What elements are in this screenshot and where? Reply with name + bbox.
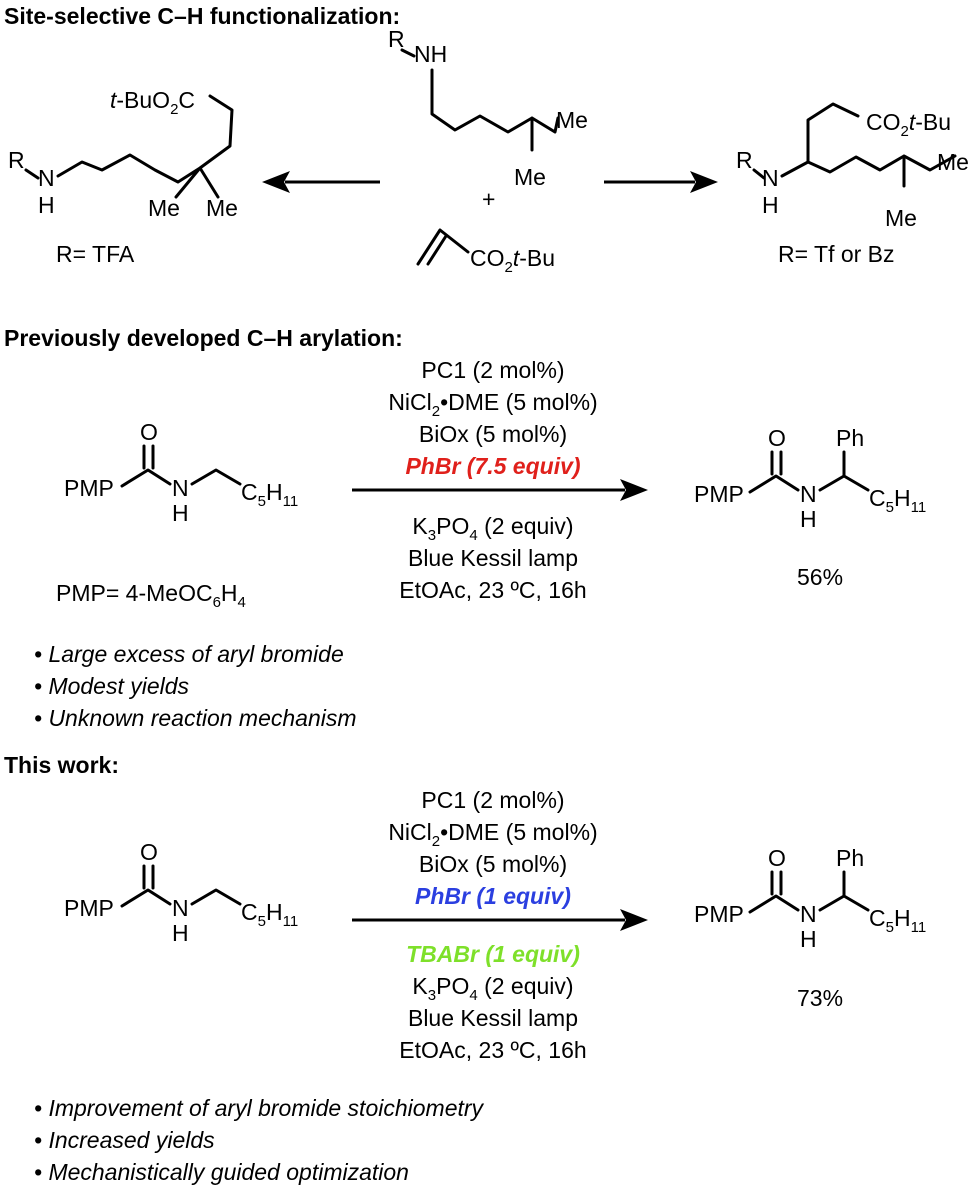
r-group-label: R [388, 26, 405, 52]
co2tbu-label: CO2t-Bu [866, 109, 951, 140]
right-product: R N H CO2t-Bu Me Me R= Tf or Bz [736, 102, 969, 267]
condition-ligand: BiOx (5 mol%) [419, 851, 567, 877]
section2-bullets: • Large excess of aryl bromide • Modest … [34, 641, 357, 731]
section3-conditions: PC1 (2 mol%) NiCl2•DME (5 mol%) BiOx (5 … [352, 787, 648, 1063]
arrow-head [620, 909, 648, 931]
r-group-label: R [736, 147, 753, 173]
tbuo2c-label: t-BuO2C [110, 87, 195, 118]
nitrogen-label: N [172, 895, 189, 921]
left-product: R N H t-BuO2C Me Me R= TFA [8, 87, 238, 267]
c5h11-label: C5H11 [241, 479, 298, 510]
starting-amine: R NH Me Me + [388, 26, 588, 212]
condition-nickel: NiCl2•DME (5 mol%) [388, 389, 597, 420]
bond-lines [120, 864, 242, 908]
methyl-label: Me [885, 205, 917, 231]
bond-lines [748, 870, 870, 914]
oxygen-label: O [768, 425, 786, 451]
right-r-definition: R= Tf or Bz [778, 241, 895, 267]
plus-sign: + [482, 186, 495, 212]
methyl-label: Me [514, 164, 546, 190]
bond-lines [24, 94, 234, 199]
c5h11-label: C5H11 [241, 899, 298, 930]
section2-reactant: O PMP N H C5H11 PMP= 4-MeOC6H4 [56, 419, 298, 611]
hydrogen-label: H [800, 506, 817, 532]
bullet-item: • Mechanistically guided optimization [34, 1159, 409, 1185]
condition-ligand: BiOx (5 mol%) [419, 421, 567, 447]
oxygen-label: O [768, 845, 786, 871]
condition-aryl-bromide-highlight: PhBr (1 equiv) [415, 883, 571, 909]
yield-label: 56% [797, 564, 843, 590]
condition-nickel: NiCl2•DME (5 mol%) [388, 819, 597, 850]
hydrogen-label: H [172, 920, 189, 946]
arrow-to-right [604, 171, 718, 193]
bullet-item: • Modest yields [34, 673, 190, 699]
pmp-label: PMP [694, 901, 744, 927]
condition-solvent: EtOAc, 23 ºC, 16h [399, 1037, 586, 1063]
condition-solvent: EtOAc, 23 ºC, 16h [399, 577, 586, 603]
methyl-label: Me [556, 107, 588, 133]
condition-additive-highlight: TBABr (1 equiv) [406, 941, 580, 967]
methyl-label: Me [937, 149, 969, 175]
section2-conditions: PC1 (2 mol%) NiCl2•DME (5 mol%) BiOx (5 … [352, 357, 648, 603]
nitrogen-label: N [800, 901, 817, 927]
nitrogen-label: N [172, 475, 189, 501]
section3-bullets: • Improvement of aryl bromide stoichiome… [34, 1095, 485, 1185]
methyl-label: Me [206, 195, 238, 221]
bond-lines [416, 228, 470, 266]
hydrogen-label: H [172, 500, 189, 526]
nh-label: NH [414, 41, 447, 67]
condition-photocatalyst: PC1 (2 mol%) [421, 787, 564, 813]
bond-lines [120, 444, 242, 488]
condition-base: K3PO4 (2 equiv) [412, 513, 573, 544]
bond-lines [400, 48, 560, 152]
left-r-definition: R= TFA [56, 241, 135, 267]
section2-product: O Ph PMP N H C5H11 56% [694, 425, 926, 590]
c5h11-label: C5H11 [869, 905, 926, 936]
bullet-item: • Improvement of aryl bromide stoichiome… [34, 1095, 485, 1121]
pmp-label: PMP [64, 895, 114, 921]
condition-lamp: Blue Kessil lamp [408, 545, 578, 571]
co2tbu-label: CO2t-Bu [470, 245, 555, 276]
arrow-head [620, 479, 648, 501]
bullet-item: • Large excess of aryl bromide [34, 641, 344, 667]
c5h11-label: C5H11 [869, 485, 926, 516]
arrow-to-left [262, 171, 380, 193]
condition-lamp: Blue Kessil lamp [408, 1005, 578, 1031]
oxygen-label: O [140, 839, 158, 865]
bullet-item: • Unknown reaction mechanism [34, 705, 357, 731]
yield-label: 73% [797, 985, 843, 1011]
oxygen-label: O [140, 419, 158, 445]
bullet-item: • Increased yields [34, 1127, 215, 1153]
methyl-label: Me [148, 195, 180, 221]
r-group-label: R [8, 147, 25, 173]
bond-lines [752, 102, 957, 188]
hydrogen-label: H [800, 926, 817, 952]
heading-this-work: This work: [4, 752, 119, 778]
phenyl-label: Ph [836, 425, 864, 451]
phenyl-label: Ph [836, 845, 864, 871]
bond-lines [748, 450, 870, 494]
heading-previous: Previously developed C–H arylation: [4, 325, 403, 351]
pmp-label: PMP [64, 475, 114, 501]
condition-photocatalyst: PC1 (2 mol%) [421, 357, 564, 383]
hydrogen-label: H [38, 192, 55, 218]
nitrogen-label: N [762, 165, 779, 191]
condition-aryl-bromide-highlight: PhBr (7.5 equiv) [405, 453, 580, 479]
section3-reactant: O PMP N H C5H11 [64, 839, 298, 946]
nitrogen-label: N [800, 481, 817, 507]
acrylate: CO2t-Bu [416, 228, 555, 276]
nitrogen-label: N [38, 165, 55, 191]
pmp-definition: PMP= 4-MeOC6H4 [56, 580, 246, 611]
condition-base: K3PO4 (2 equiv) [412, 973, 573, 1004]
pmp-label: PMP [694, 481, 744, 507]
heading-site-selective: Site-selective C–H functionalization: [4, 3, 400, 29]
section3-product: O Ph PMP N H C5H11 73% [694, 845, 926, 1011]
hydrogen-label: H [762, 192, 779, 218]
